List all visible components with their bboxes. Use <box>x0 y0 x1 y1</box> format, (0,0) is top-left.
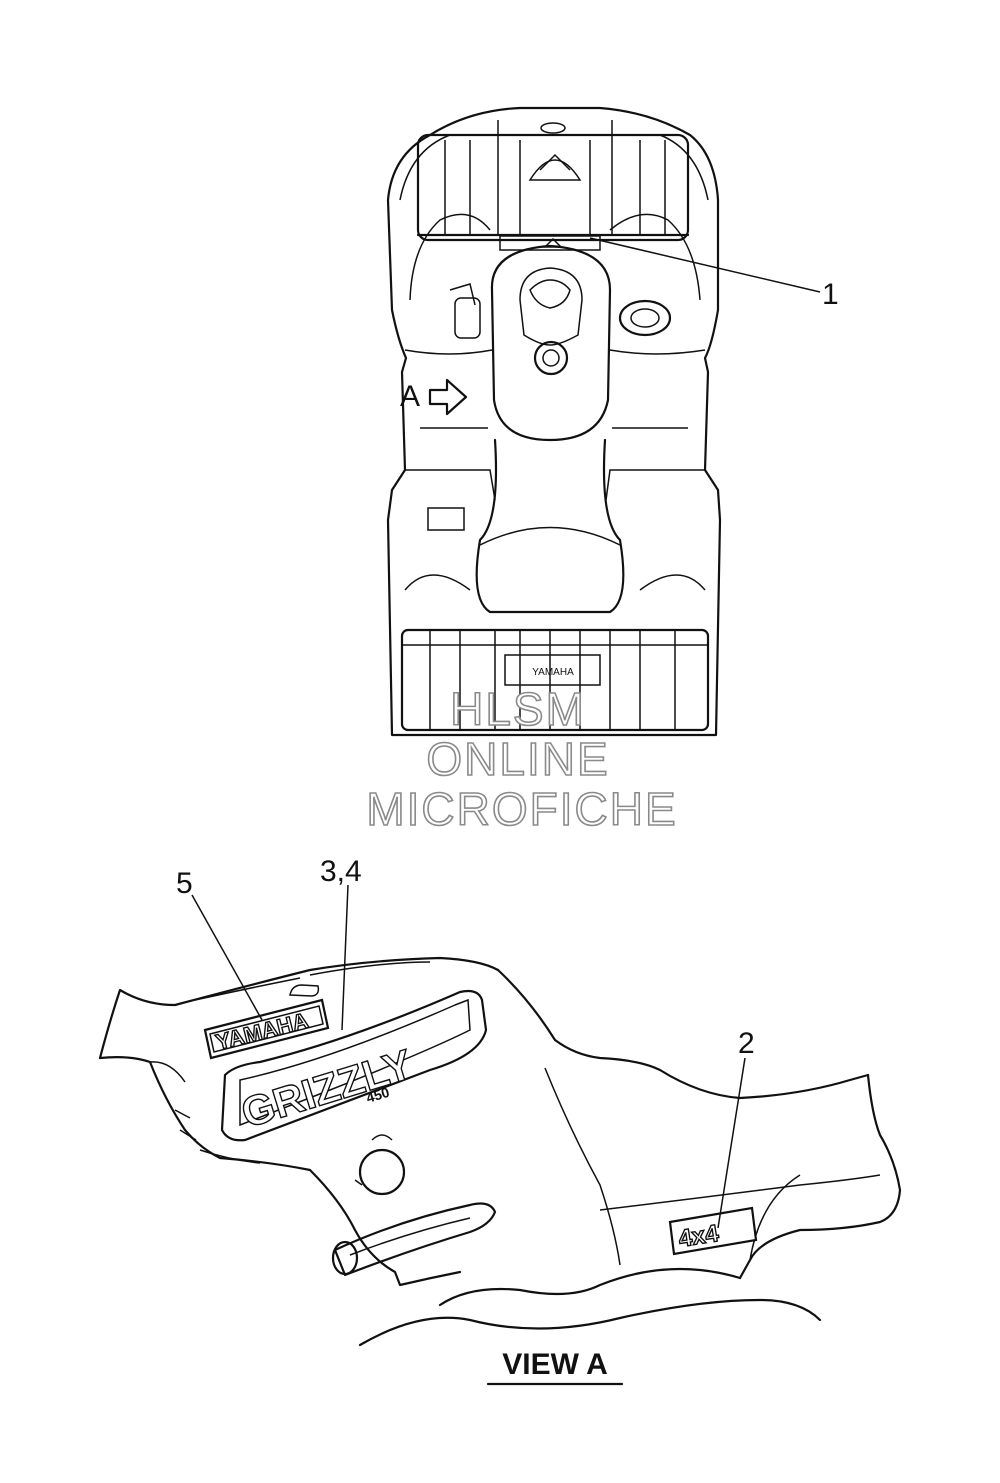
watermark: HLSM ONLINE MICROFICHE <box>366 682 677 836</box>
leader-line-2 <box>717 1057 746 1229</box>
watermark-line-2: ONLINE <box>426 733 609 785</box>
four-by-four-text: 4x4 <box>677 1220 721 1253</box>
callout-1: 1 <box>822 278 839 311</box>
rear-yamaha-decal-text: YAMAHA <box>532 667 574 678</box>
callout-2: 2 <box>738 1027 755 1060</box>
front-rack <box>416 120 690 242</box>
leader-line-1 <box>589 237 821 293</box>
atv-top-view: YAMAHA 1 A <box>386 106 839 737</box>
leader-line-5 <box>191 894 263 1021</box>
grizzly-decal: GRIZZLY 450 <box>220 989 488 1142</box>
watermark-line-3: MICROFICHE <box>366 783 677 835</box>
view-arrow-label: A <box>400 380 420 413</box>
grizzly-model-text: 450 <box>364 1084 391 1106</box>
front-warning-decal <box>499 235 601 251</box>
four-by-four-decal: 4x4 <box>668 1206 758 1256</box>
side-view: YAMAHA GRIZZLY 450 4x4 5 3,4 2 VIEW A <box>98 855 902 1386</box>
callout-3-4: 3,4 <box>320 855 362 888</box>
leader-line-34 <box>341 884 349 1031</box>
rear-rack: YAMAHA <box>400 574 710 732</box>
watermark-line-1: HLSM <box>450 683 586 735</box>
view-a-arrow: A <box>400 378 468 416</box>
view-caption: VIEW A <box>502 1348 608 1381</box>
callout-5: 5 <box>176 867 193 900</box>
